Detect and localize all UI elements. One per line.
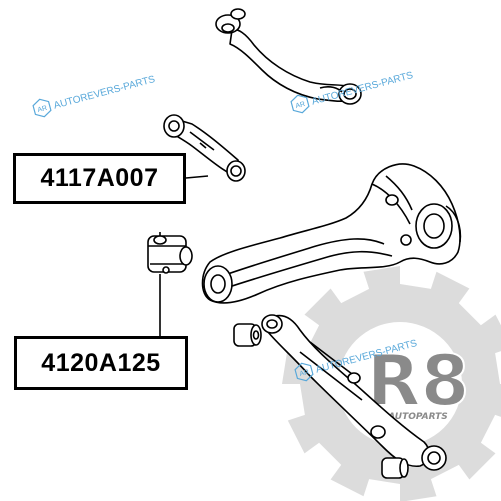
brand-logo-subtext: AUTOPARTS [387,412,448,422]
part-label-4117a007: 4117A007 [13,153,186,204]
watermark-text: AUTOREVERS-PARTS [53,74,157,112]
watermark-logo-icon [32,98,52,118]
watermark-1: AR AUTOREVERS-PARTS [32,74,157,118]
leader-lines [159,175,209,336]
watermark-logo-text: AR [295,101,306,110]
watermark-logo-icon [290,94,310,114]
part-label-4120a125: 4120A125 [14,336,188,390]
leader-line-1 [185,175,209,179]
watermark-logo-text: AR [299,369,310,378]
watermark-logo-icon [294,362,314,382]
watermark-logo-text: AR [37,105,48,114]
brand-logo-text: R8 [367,340,470,422]
bushing-part [147,232,193,274]
lateral-control-arm [163,114,246,182]
lower-control-arm [233,314,447,479]
upper-control-arm [215,8,362,105]
brand-gear-logo: R8 AUTOPARTS [282,266,501,501]
trailing-arm-knuckle [201,163,462,304]
gear-icon [282,266,501,501]
